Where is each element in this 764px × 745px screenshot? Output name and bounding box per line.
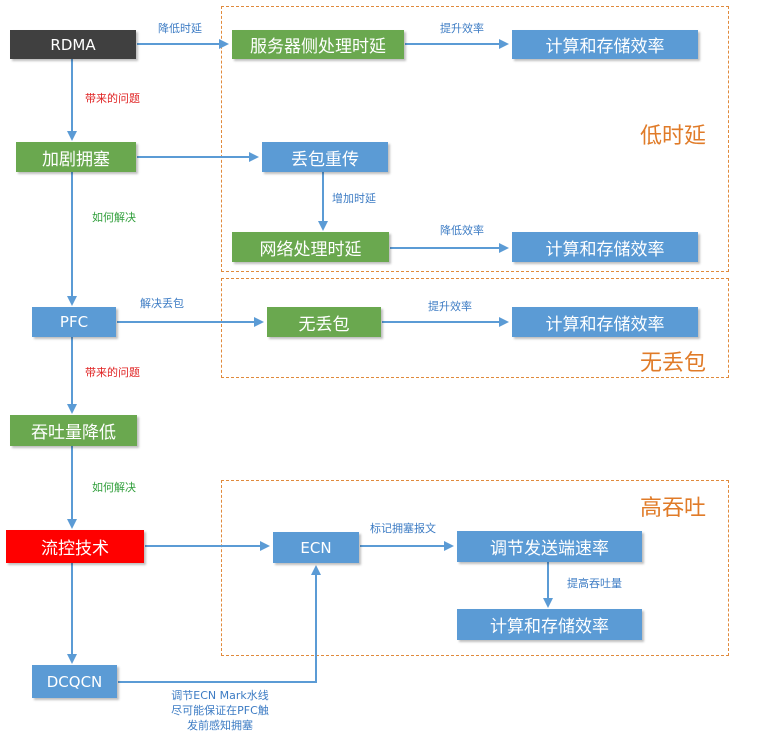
node-dcqcn: DCQCN [32, 665, 117, 698]
label-how-solve-2: 如何解决 [92, 481, 136, 494]
label-improve-efficiency-2: 提升效率 [428, 300, 472, 313]
node-compute-1: 计算和存储效率 [512, 30, 698, 59]
label-add-latency: 增加时延 [332, 192, 376, 205]
node-compute-4: 计算和存储效率 [457, 609, 642, 640]
node-flow-control: 流控技术 [6, 530, 144, 563]
label-reduce-latency: 降低时延 [158, 22, 202, 35]
node-compute-2: 计算和存储效率 [512, 232, 698, 262]
label-dcqcn-note-3: 发前感知拥塞 [187, 719, 253, 732]
label-how-solve-1: 如何解决 [92, 211, 136, 224]
edge-dcqcn-ecn [118, 565, 321, 683]
label-problem-1: 带来的问题 [85, 92, 140, 105]
group-title-low-latency: 低时延 [640, 124, 707, 149]
node-pfc: PFC [32, 307, 116, 337]
group-title-high-throughput: 高吞吐 [640, 496, 707, 521]
node-congestion: 加剧拥塞 [16, 142, 136, 172]
group-high-throughput [221, 480, 729, 656]
node-adjust-rate: 调节发送端速率 [457, 531, 642, 562]
label-improve-throughput: 提高吞吐量 [567, 577, 622, 590]
label-improve-efficiency-1: 提升效率 [440, 22, 484, 35]
label-mark-congestion: 标记拥塞报文 [370, 522, 436, 535]
group-title-no-loss: 无丢包 [640, 351, 707, 376]
node-ecn: ECN [273, 532, 359, 563]
node-retransmit: 丢包重传 [262, 142, 388, 172]
group-low-latency [221, 6, 729, 272]
label-reduce-efficiency: 降低效率 [440, 224, 484, 237]
label-dcqcn-note-2: 尽可能保证在PFC触 [171, 704, 269, 717]
node-server-latency: 服务器侧处理时延 [232, 30, 404, 59]
label-dcqcn-note-1: 调节ECN Mark水线 [171, 689, 269, 702]
node-no-loss: 无丢包 [267, 307, 381, 337]
node-compute-3: 计算和存储效率 [512, 307, 698, 337]
node-rdma: RDMA [10, 30, 136, 59]
label-solve-loss: 解决丢包 [140, 297, 184, 310]
node-throughput-drop: 吞吐量降低 [10, 415, 137, 446]
label-problem-2: 带来的问题 [85, 366, 140, 379]
node-network-latency: 网络处理时延 [232, 232, 389, 262]
group-no-loss [221, 278, 729, 378]
